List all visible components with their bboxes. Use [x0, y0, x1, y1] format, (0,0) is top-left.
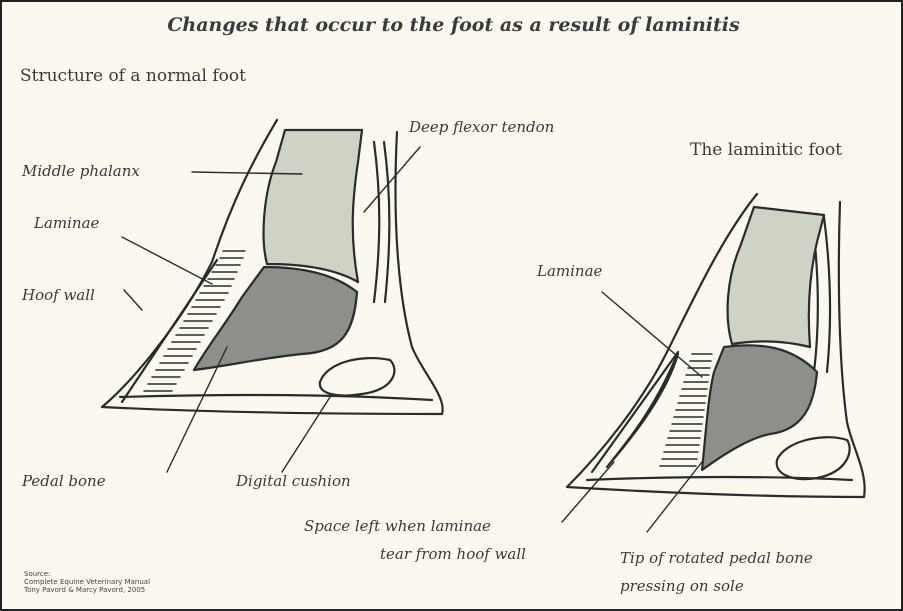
label-digital-cushion: Digital cushion	[236, 472, 351, 490]
normal-hoof-inner-line	[122, 260, 217, 402]
source-line-2: Complete Equine Veterinary Manual	[24, 578, 150, 586]
label-deep-flexor-tendon: Deep flexor tendon	[409, 118, 554, 136]
laminitic-foot-drawing	[562, 194, 865, 532]
label-hoof-wall: Hoof wall	[22, 286, 95, 304]
label-laminae-laminitic: Laminae	[537, 262, 602, 280]
label-space-left-line1: Space left when laminae	[304, 517, 491, 535]
laminitic-separation-space	[607, 354, 678, 467]
laminitic-hoof-inner-line	[592, 352, 678, 472]
label-space-left-line2: tear from hoof wall	[380, 545, 526, 563]
source-line-1: Source:	[24, 570, 150, 578]
laminitic-leader-lines	[562, 292, 702, 532]
label-laminae-normal: Laminae	[34, 214, 99, 232]
label-tip-rotated-line1: Tip of rotated pedal bone	[620, 549, 813, 567]
laminitic-digital-cushion	[777, 437, 850, 479]
normal-pedal-bone	[194, 267, 357, 370]
normal-tendon-line-2	[384, 142, 389, 302]
laminitic-tendon-line-2	[824, 217, 830, 372]
laminitic-pedal-bone	[702, 345, 817, 470]
label-middle-phalanx: Middle phalanx	[22, 162, 140, 180]
normal-tendon-line-1	[374, 142, 379, 302]
laminitic-middle-phalanx	[728, 207, 824, 347]
source-line-3: Tony Pavord & Marcy Pavord, 2005	[24, 586, 150, 594]
label-tip-rotated-line2: pressing on sole	[620, 577, 744, 595]
normal-sole-line	[120, 395, 432, 400]
normal-digital-cushion	[320, 358, 395, 395]
label-pedal-bone: Pedal bone	[22, 472, 106, 490]
normal-middle-phalanx	[264, 130, 362, 282]
source-credit: Source: Complete Equine Veterinary Manua…	[24, 570, 150, 594]
normal-foot-drawing	[102, 120, 443, 472]
